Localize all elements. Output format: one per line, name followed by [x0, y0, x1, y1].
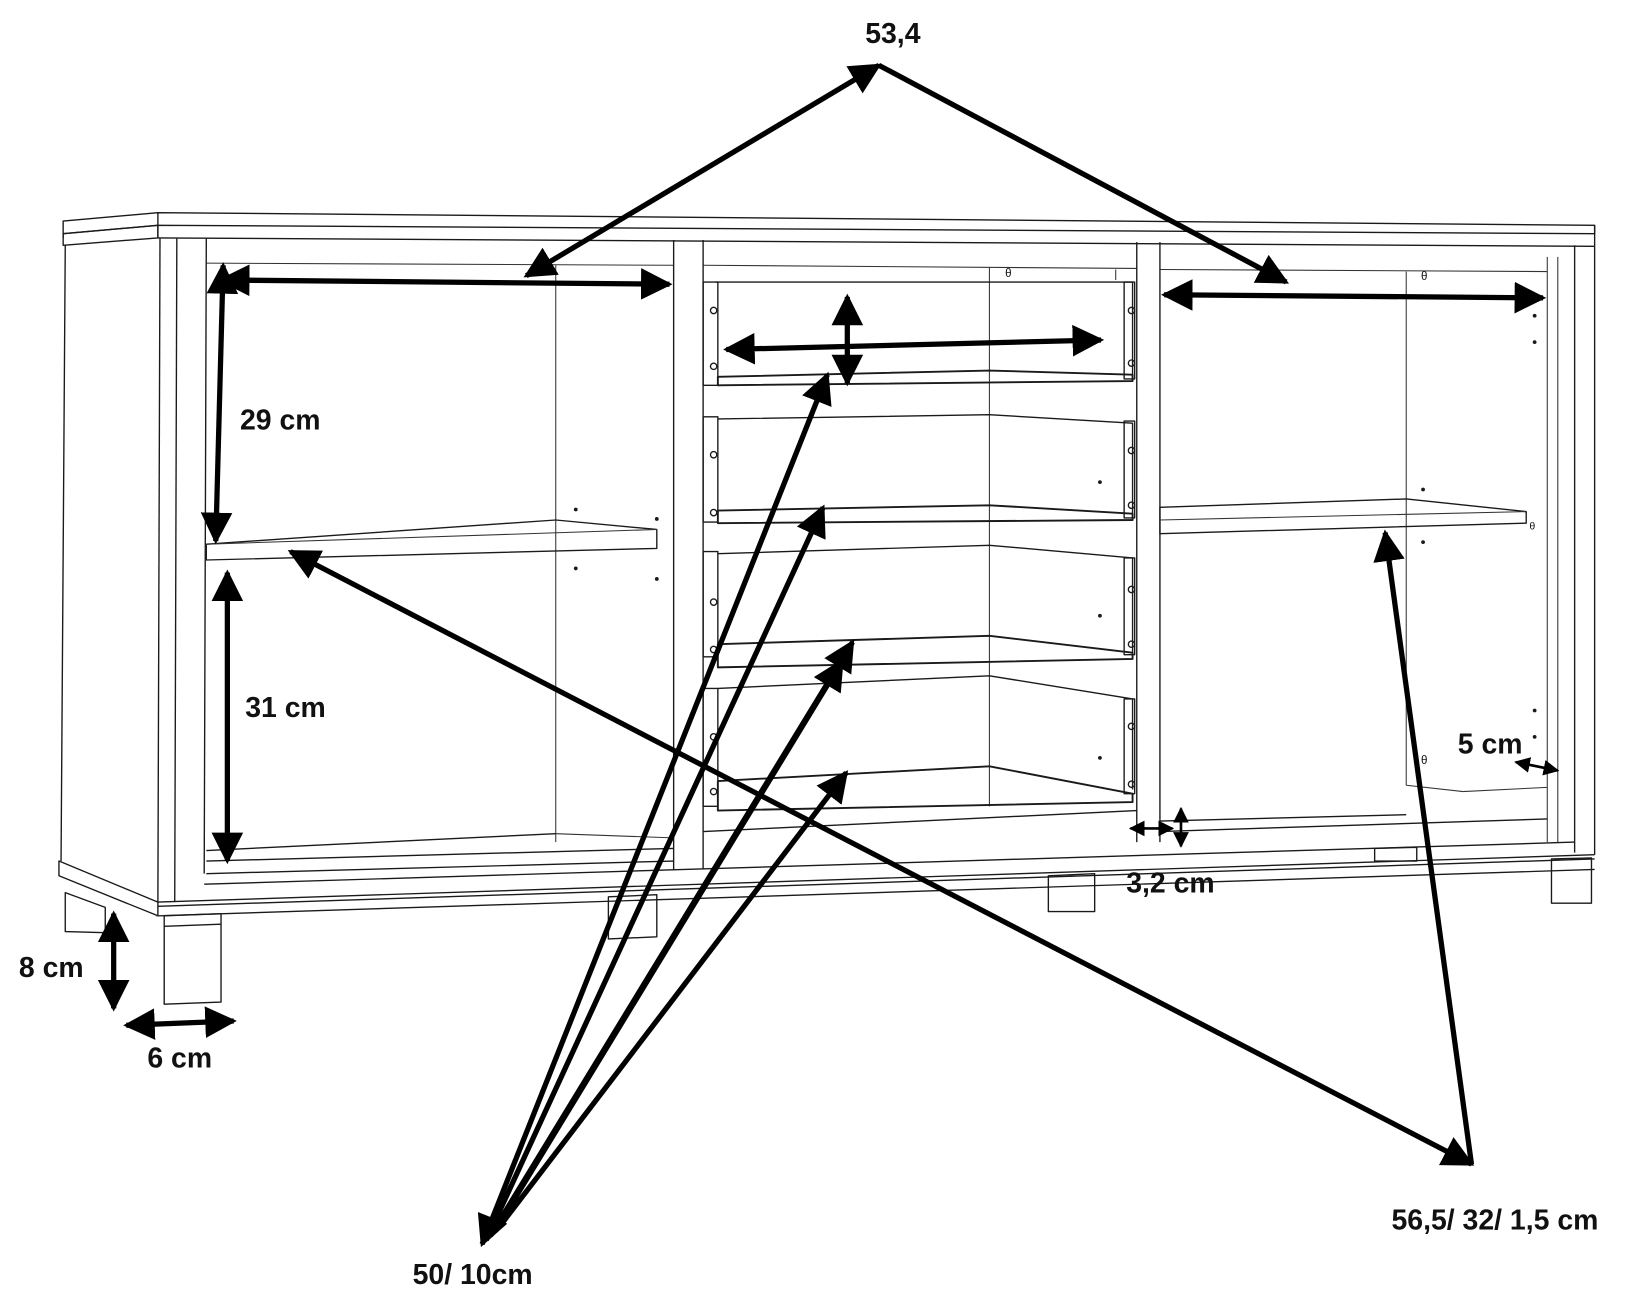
drawer-2: [702, 414, 1136, 525]
right-shelf: [1159, 498, 1527, 535]
arrow-pair-shelves: [287, 529, 1475, 1167]
drawer-4: [702, 675, 1136, 812]
label-lower-height: 31 cm: [245, 692, 326, 724]
right-side-panel: [1546, 245, 1596, 855]
label-back-offset: 5 cm: [1458, 729, 1523, 761]
foot-front-right: [1550, 857, 1593, 904]
foot-back-right: [1373, 846, 1418, 862]
label-shelf: 56,5/ 32/ 1,5 cm: [1391, 1204, 1598, 1236]
arrow-right-width: [1160, 279, 1547, 314]
label-side-gap: 3,2 cm: [1126, 868, 1214, 900]
foot-center-right: [1047, 872, 1096, 913]
left-shelf: [205, 519, 658, 561]
arrow-upper-height: [200, 262, 239, 545]
arrow-left-width: [217, 264, 673, 300]
foot-back-left: [64, 891, 106, 934]
label-foot-height: 8 cm: [19, 952, 84, 984]
top-panel: [62, 211, 1596, 247]
cabinet: θ: [58, 211, 1596, 1005]
svg-text:θ: θ: [1529, 520, 1535, 532]
drawer-3: [702, 544, 1136, 669]
arrow-drawer-width: [723, 324, 1105, 365]
arrow-back-offset: [1514, 757, 1560, 776]
label-drawers: 50/ 10cm: [413, 1259, 533, 1291]
center-compartment: θ: [702, 242, 1161, 843]
label-top-width: 53,4: [865, 18, 920, 50]
svg-text:θ: θ: [1421, 271, 1427, 283]
foot-front-left: [163, 912, 222, 1005]
dimension-labels: 53,4 29 cm 31 cm 8 cm 6 cm 50/ 10cm 3,2 …: [19, 18, 1598, 1291]
label-foot-width: 6 cm: [147, 1042, 212, 1074]
left-side-panel: [60, 237, 178, 903]
left-compartment: [203, 237, 704, 875]
svg-text:θ: θ: [1005, 268, 1011, 280]
arrow-top-width: [523, 62, 1290, 285]
label-upper-height: 29 cm: [240, 404, 321, 436]
dimension-arrows: [97, 62, 1560, 1248]
drawer-1: [702, 281, 1136, 387]
plinth: [58, 841, 1595, 917]
arrow-foot-width: [123, 1006, 237, 1040]
svg-text:θ: θ: [1421, 755, 1427, 767]
